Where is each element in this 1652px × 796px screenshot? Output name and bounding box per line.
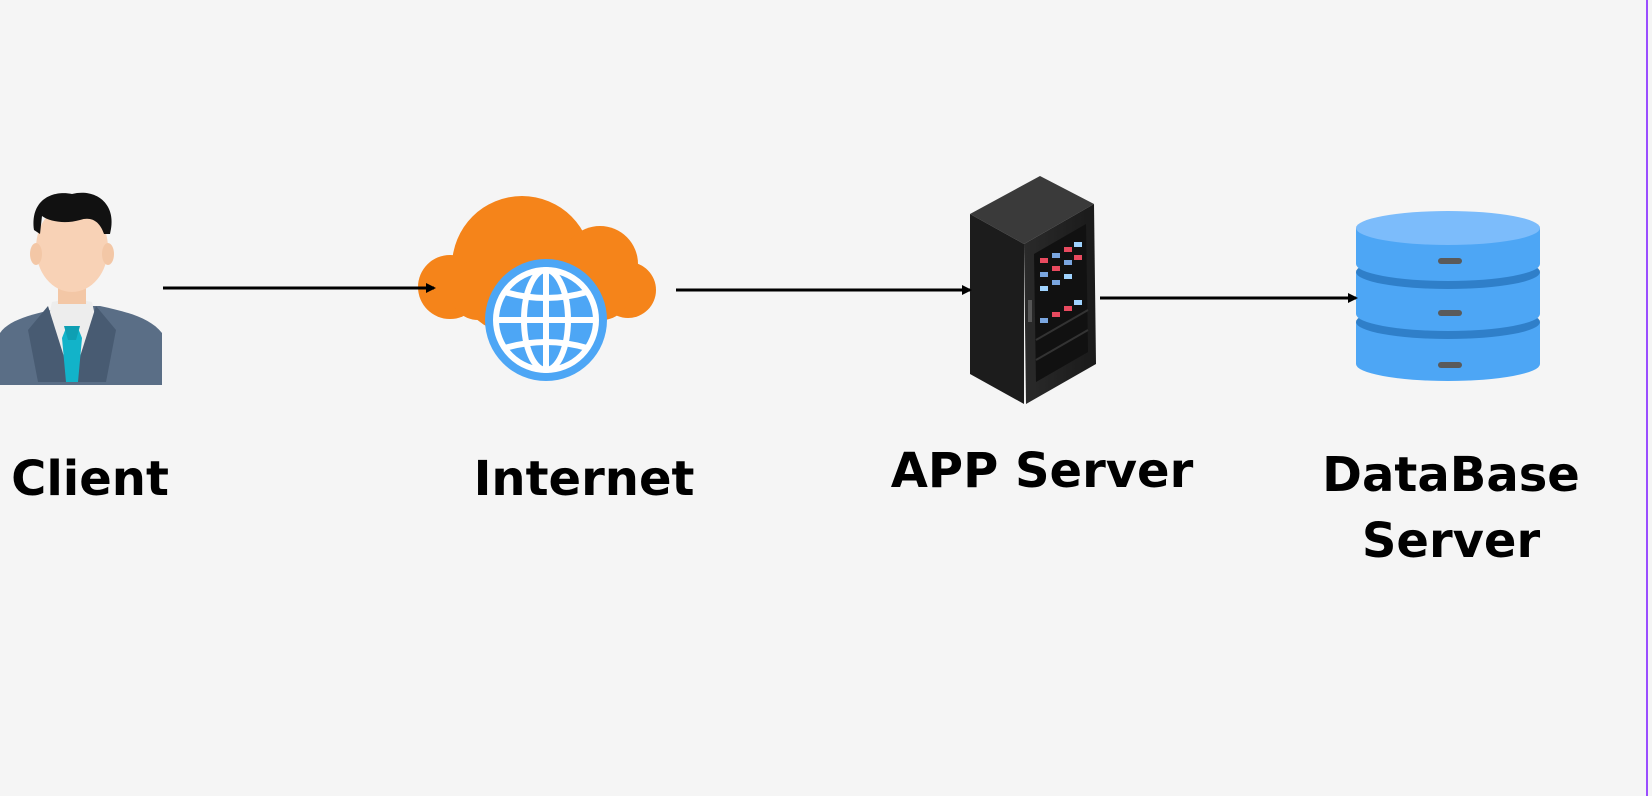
person-icon [0, 192, 162, 385]
edges [163, 283, 1358, 303]
client-label: Client [11, 451, 169, 507]
database-server-label: DataBase Server [1322, 447, 1580, 569]
cloud-globe-icon [418, 196, 656, 381]
server-rack-icon [970, 176, 1096, 404]
internet-label: Internet [473, 451, 695, 507]
app-server-label: APP Server [890, 443, 1194, 499]
right-border [1646, 0, 1648, 796]
server-lights [1040, 242, 1082, 323]
database-icon [1356, 211, 1540, 381]
